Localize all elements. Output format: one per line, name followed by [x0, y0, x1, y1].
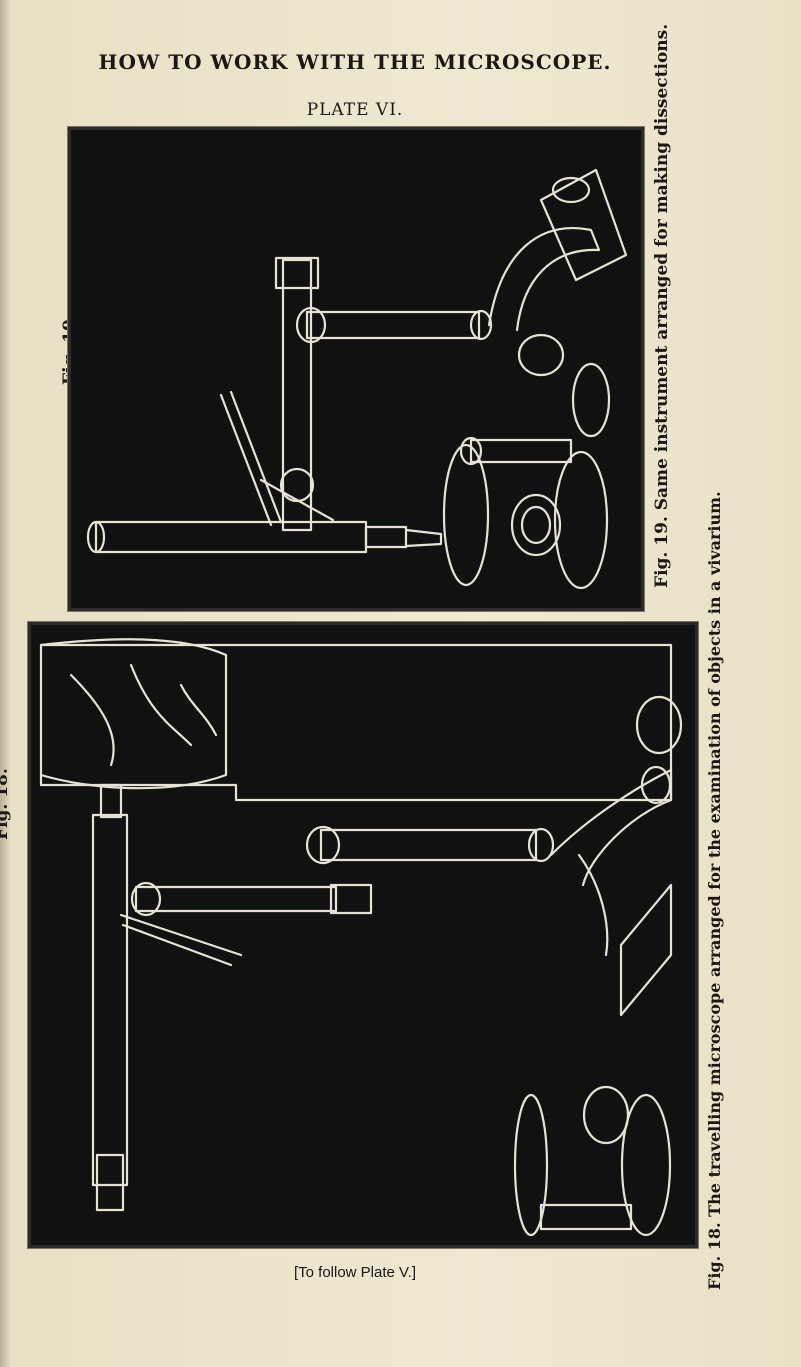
follow-note: [To follow Plate V.]	[293, 1264, 416, 1281]
pillar-cap	[274, 256, 320, 290]
pillar	[281, 258, 313, 532]
lever-arm	[219, 390, 283, 527]
lever-arm	[119, 913, 243, 967]
stage-plate	[619, 883, 673, 1017]
support-strut	[259, 478, 335, 522]
arm-clamp	[295, 306, 327, 344]
condenser	[571, 362, 611, 438]
pillar-foot	[95, 1153, 125, 1212]
fig18-illustration	[28, 622, 698, 1248]
fig19-caption: Fig. 19. Same instrument arranged for ma…	[652, 23, 672, 588]
fig19-illustration	[68, 127, 644, 611]
pillar	[91, 813, 129, 1187]
plate-label: PLATE VI.	[306, 100, 404, 120]
stage-plate	[539, 168, 628, 282]
back-mirror	[553, 450, 609, 590]
tank-glass-front	[39, 638, 228, 790]
tank-lens	[635, 695, 683, 755]
binding-gutter	[0, 0, 10, 1367]
back-mirror	[620, 1093, 672, 1237]
pond-weed	[69, 663, 218, 767]
base-tube-end	[364, 525, 408, 549]
limb-arc	[577, 853, 609, 957]
screw-thread	[404, 528, 443, 548]
fig18-number-label: Fig. 18.	[0, 768, 12, 840]
mirror	[513, 1093, 549, 1237]
eyepiece-cap	[551, 176, 591, 204]
tube-clamp	[305, 825, 341, 865]
lens-ring	[517, 333, 565, 377]
fig18-line-drawing	[39, 638, 683, 1237]
tube-end	[469, 309, 493, 341]
fig18-caption: Fig. 18. The travelling microscope arran…	[705, 491, 724, 1290]
mirror-lens	[510, 493, 562, 557]
lower-arm	[134, 885, 338, 913]
running-head: HOW TO WORK WITH THE MICROSCOPE.	[98, 50, 612, 74]
horizontal-tube	[319, 828, 538, 862]
fig19-line-drawing	[86, 168, 628, 590]
joint-ring	[279, 467, 315, 503]
horizontal-tube	[305, 310, 481, 340]
curved-limb	[549, 768, 673, 887]
condenser-lens	[582, 1085, 630, 1145]
pillar-top	[99, 783, 123, 819]
base-tube	[94, 520, 368, 554]
lower-tube	[469, 438, 573, 464]
vivarium-tank	[39, 643, 673, 802]
lower-tube	[539, 1203, 633, 1231]
curved-limb	[487, 227, 601, 332]
mirror	[442, 443, 490, 587]
